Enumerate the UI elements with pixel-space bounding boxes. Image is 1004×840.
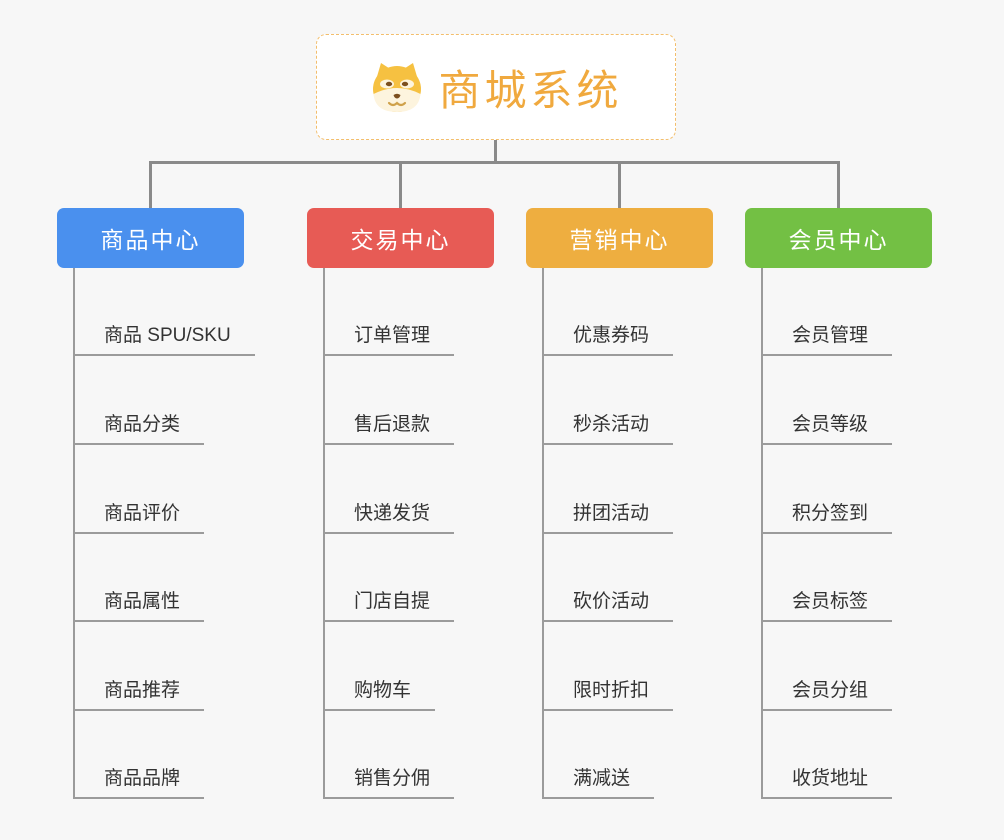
child-node[interactable]: 积分签到 [761, 490, 893, 534]
child-node[interactable]: 会员管理 [761, 312, 893, 356]
child-node[interactable]: 秒杀活动 [542, 401, 674, 445]
child-node[interactable]: 门店自提 [323, 578, 455, 622]
child-node[interactable]: 会员标签 [761, 578, 893, 622]
branch-label-member: 会员中心 [788, 227, 889, 253]
branch-label-marketing: 营销中心 [569, 227, 670, 253]
child-node[interactable]: 收货地址 [761, 755, 893, 799]
doge-icon [373, 63, 422, 112]
child-node[interactable]: 商品 SPU/SKU [73, 312, 255, 356]
child-node[interactable]: 商品分类 [73, 401, 205, 445]
child-node[interactable]: 快递发货 [323, 490, 455, 534]
branch-label-trade: 交易中心 [350, 227, 451, 253]
connector-bus [149, 161, 840, 164]
connector-drop-products [149, 161, 152, 208]
branch-node-marketing[interactable]: 营销中心 [526, 208, 713, 268]
child-node[interactable]: 商品品牌 [73, 755, 205, 799]
branch-children-member: 会员管理 会员等级 积分签到 会员标签 会员分组 收货地址 [761, 268, 1001, 802]
branch-node-products[interactable]: 商品中心 [57, 208, 244, 268]
child-node[interactable]: 砍价活动 [542, 578, 674, 622]
connector-drop-member [837, 161, 840, 208]
root-title: 商城系统 [438, 66, 623, 114]
child-node[interactable]: 销售分佣 [323, 755, 455, 799]
child-node[interactable]: 拼团活动 [542, 490, 674, 534]
child-node[interactable]: 会员分组 [761, 667, 893, 711]
root-node[interactable]: 商城系统 [316, 34, 676, 140]
branch-label-products: 商品中心 [100, 227, 201, 253]
branch-children-marketing: 优惠券码 秒杀活动 拼团活动 砍价活动 限时折扣 满减送 [542, 268, 782, 802]
child-node[interactable]: 限时折扣 [542, 667, 674, 711]
child-node[interactable]: 购物车 [323, 667, 436, 711]
child-node[interactable]: 售后退款 [323, 401, 455, 445]
connector-drop-trade [399, 161, 402, 208]
child-node[interactable]: 商品推荐 [73, 667, 205, 711]
child-node[interactable]: 会员等级 [761, 401, 893, 445]
child-node[interactable]: 订单管理 [323, 312, 455, 356]
child-node[interactable]: 满减送 [542, 755, 655, 799]
child-node[interactable]: 商品属性 [73, 578, 205, 622]
child-node[interactable]: 优惠券码 [542, 312, 674, 356]
child-node[interactable]: 商品评价 [73, 490, 205, 534]
branch-node-trade[interactable]: 交易中心 [307, 208, 494, 268]
branch-children-products: 商品 SPU/SKU 商品分类 商品评价 商品属性 商品推荐 商品品牌 [73, 268, 313, 802]
branch-children-trade: 订单管理 售后退款 快递发货 门店自提 购物车 销售分佣 [323, 268, 563, 802]
connector-root-drop [494, 140, 497, 164]
connector-drop-marketing [618, 161, 621, 208]
branch-node-member[interactable]: 会员中心 [745, 208, 932, 268]
